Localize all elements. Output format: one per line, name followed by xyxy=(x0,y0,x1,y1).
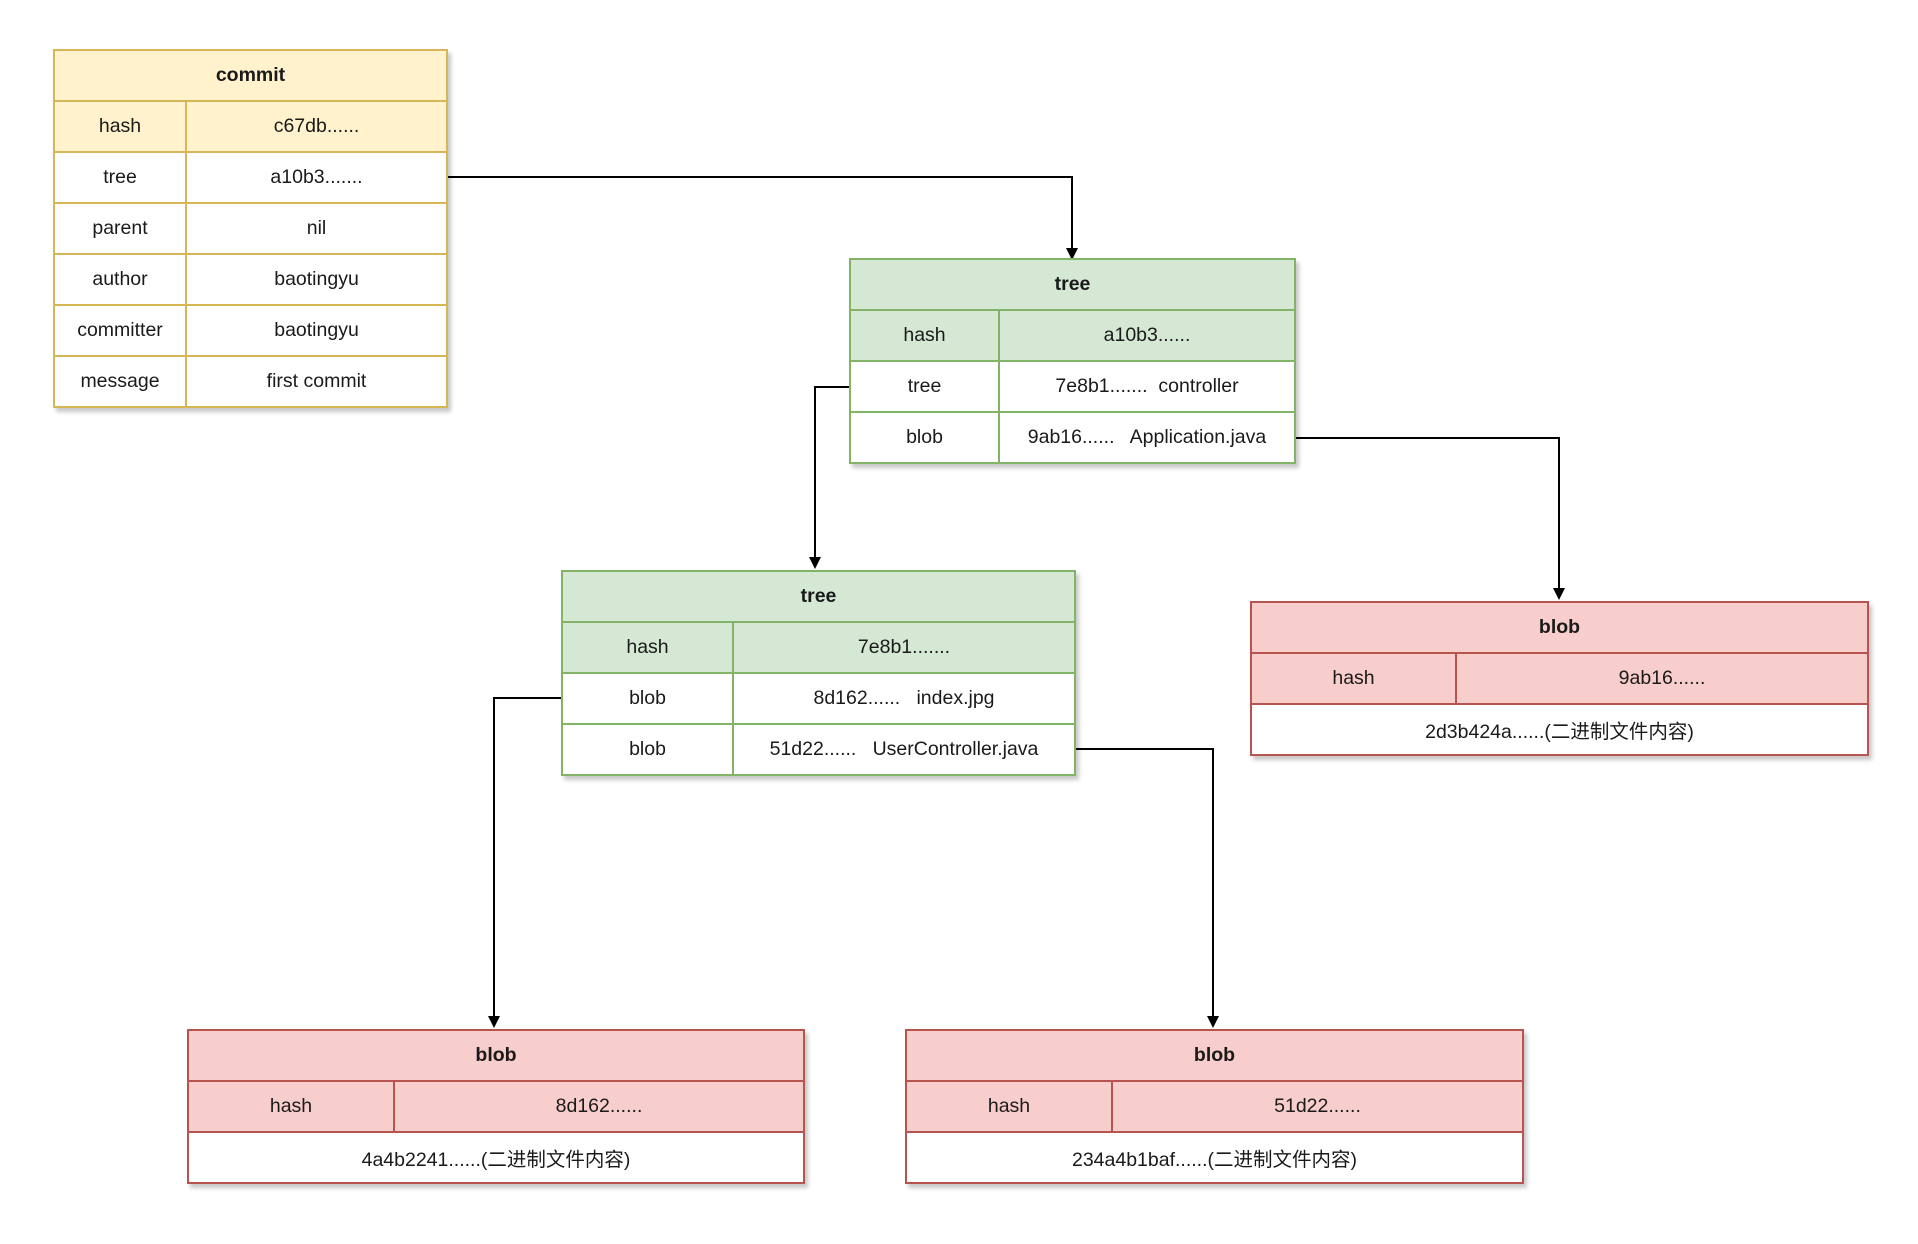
sub-tree-hash-key: hash xyxy=(561,621,734,674)
user-blob-hash-key: hash xyxy=(905,1080,1113,1133)
sub-tree-title: tree xyxy=(561,570,1076,623)
user-blob-table: blob hash 51d22...... 234a4b1baf......(二… xyxy=(905,1029,1524,1184)
root-tree-blob-key: blob xyxy=(849,411,1000,464)
commit-tree-key: tree xyxy=(53,151,187,204)
root-tree-entry-key: tree xyxy=(849,360,1000,413)
commit-parent-value: nil xyxy=(184,202,449,255)
user-blob-title: blob xyxy=(905,1029,1524,1082)
edge-root-tree-to-app-blob xyxy=(1294,437,1565,600)
app-blob-hash-value: 9ab16...... xyxy=(1455,652,1869,705)
commit-hash-value: c67db...... xyxy=(184,100,449,153)
sub-tree-hash-value: 7e8b1....... xyxy=(732,621,1076,674)
index-blob-hash-value: 8d162...... xyxy=(393,1080,805,1133)
commit-author-value: baotingyu xyxy=(184,253,449,306)
user-blob-hash-value: 51d22...... xyxy=(1111,1080,1524,1133)
commit-author-key: author xyxy=(53,253,187,306)
commit-table: commit hash c67db...... tree a10b3......… xyxy=(52,49,449,408)
user-blob-content: 234a4b1baf......(二进制文件内容) xyxy=(905,1131,1524,1184)
root-tree-table: tree hash a10b3...... tree 7e8b1....... … xyxy=(849,258,1296,464)
sub-tree-blob1-value: 8d162...... index.jpg xyxy=(732,672,1076,725)
edge-sub-tree-to-index-blob xyxy=(488,697,561,1028)
root-tree-title: tree xyxy=(849,258,1296,311)
commit-parent-key: parent xyxy=(53,202,187,255)
root-tree-entry-value: 7e8b1....... controller xyxy=(998,360,1296,413)
sub-tree-table: tree hash 7e8b1....... blob 8d162...... … xyxy=(561,570,1076,776)
app-blob-title: blob xyxy=(1250,601,1869,654)
sub-tree-blob2-key: blob xyxy=(561,723,734,776)
commit-committer-value: baotingyu xyxy=(184,304,449,357)
edge-root-tree-to-sub-tree xyxy=(809,386,849,569)
edge-commit-to-root-tree xyxy=(446,176,1078,260)
app-blob-hash-key: hash xyxy=(1250,652,1457,705)
root-tree-hash-value: a10b3...... xyxy=(998,309,1296,362)
commit-tree-value: a10b3....... xyxy=(184,151,449,204)
commit-message-value: first commit xyxy=(184,355,449,408)
index-blob-hash-key: hash xyxy=(187,1080,395,1133)
app-blob-table: blob hash 9ab16...... 2d3b424a......(二进制… xyxy=(1250,601,1869,756)
index-blob-content: 4a4b2241......(二进制文件内容) xyxy=(187,1131,805,1184)
commit-committer-key: committer xyxy=(53,304,187,357)
app-blob-content: 2d3b424a......(二进制文件内容) xyxy=(1250,703,1869,756)
index-blob-title: blob xyxy=(187,1029,805,1082)
sub-tree-blob1-key: blob xyxy=(561,672,734,725)
edge-sub-tree-to-user-blob xyxy=(1074,748,1219,1028)
commit-title: commit xyxy=(52,49,449,102)
root-tree-hash-key: hash xyxy=(849,309,1000,362)
sub-tree-blob2-value: 51d22...... UserController.java xyxy=(732,723,1076,776)
index-blob-table: blob hash 8d162...... 4a4b2241......(二进制… xyxy=(187,1029,805,1184)
root-tree-blob-value: 9ab16...... Application.java xyxy=(998,411,1296,464)
commit-hash-key: hash xyxy=(53,100,187,153)
commit-message-key: message xyxy=(53,355,187,408)
